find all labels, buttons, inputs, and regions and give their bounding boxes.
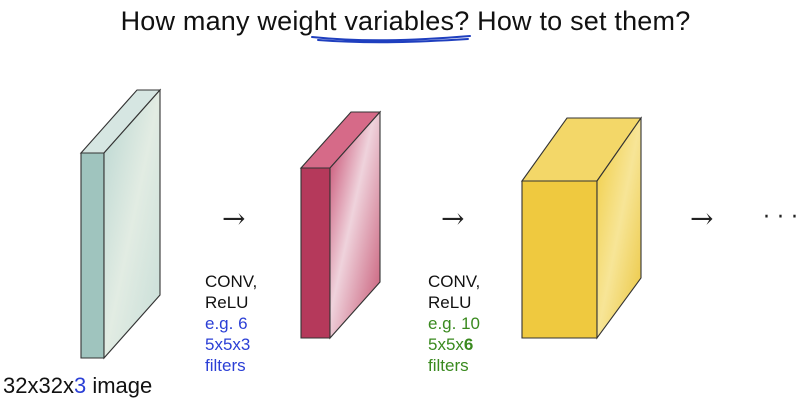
- input-volume: [79, 88, 162, 360]
- stage-1-example: e.g. 6: [205, 314, 248, 333]
- title-highlight: weight variables: [257, 6, 455, 36]
- stage-1-label: CONV, ReLU e.g. 6 5x5x3 filters: [205, 271, 257, 376]
- title-underline: [311, 35, 471, 44]
- input-volume-side: [80, 152, 105, 359]
- title-prefix: How many: [120, 6, 258, 36]
- stage-2-op-line1: CONV,: [428, 272, 481, 291]
- stage-2-filter-size: 5x5x6: [428, 334, 480, 355]
- stage-2-filter-bold: 6: [463, 335, 474, 354]
- title-suffix: ? How to set them?: [454, 6, 691, 36]
- arrow-3: →: [690, 202, 713, 235]
- stage-2-filter-prefix: 5x5x: [428, 335, 464, 354]
- conv1-volume: [299, 110, 382, 340]
- conv2-volume-front: [521, 180, 598, 339]
- stage-1-filters-word: filters: [205, 356, 246, 375]
- stage-2-op-line2: ReLU: [428, 293, 472, 312]
- stage-2-filters-word: filters: [428, 356, 469, 375]
- stage-1-filter-size: 5x5x3: [205, 334, 257, 355]
- ellipsis: · · ·: [763, 205, 798, 230]
- stage-1-op-line1: CONV,: [205, 272, 258, 291]
- input-dims-prefix: 32x32x: [3, 373, 74, 398]
- stage-2-label: CONV, ReLU e.g. 10 5x5x6 filters: [428, 271, 480, 376]
- input-caption-suffix: image: [86, 373, 153, 398]
- conv1-volume-front: [329, 110, 381, 340]
- stage-2-example: e.g. 10: [428, 314, 480, 333]
- arrow-2: →: [441, 202, 464, 235]
- input-volume-front: [103, 88, 161, 360]
- input-depth: 3: [73, 373, 87, 398]
- stage-1-op-line2: ReLU: [205, 293, 249, 312]
- conv2-volume-side: [596, 116, 642, 340]
- stage-1-filter-prefix: 5x5x3: [205, 335, 251, 354]
- conv1-volume-side: [300, 167, 331, 339]
- input-caption: 32x32x3 image: [3, 373, 152, 399]
- arrow-1: →: [222, 202, 245, 235]
- slide-title: How many weight variables? How to set th…: [0, 6, 811, 37]
- conv2-volume: [520, 116, 643, 340]
